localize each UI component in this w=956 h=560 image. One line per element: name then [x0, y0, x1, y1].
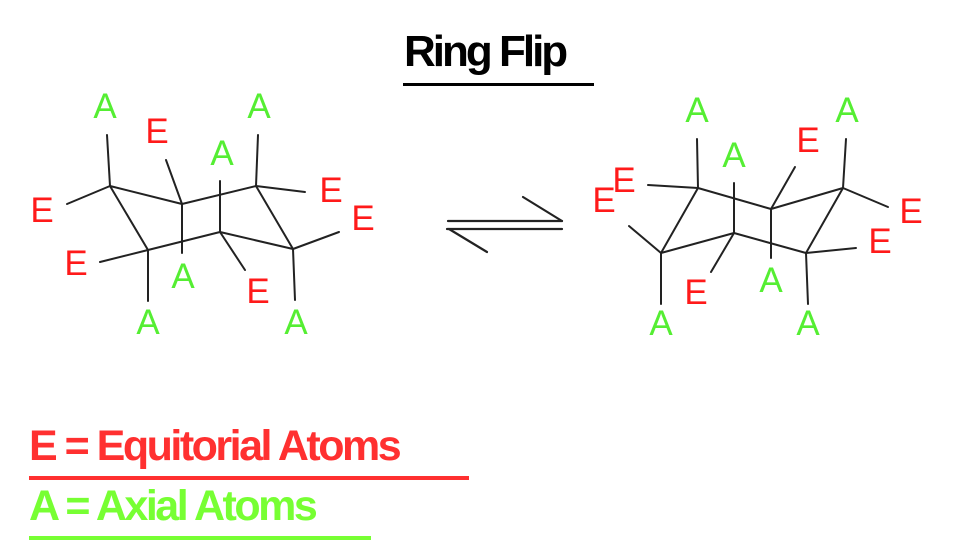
equatorial-bond [255, 185, 306, 193]
equatorial-label: E [351, 199, 374, 238]
axial-label: A [210, 134, 234, 173]
equatorial-bond [219, 231, 246, 271]
axial-label: A [171, 257, 195, 296]
axial-label: A [835, 91, 859, 130]
axial-label: A [284, 303, 308, 342]
axial-bond [805, 252, 809, 305]
equatorial-bond [292, 231, 340, 250]
equatorial-bond [842, 187, 889, 208]
equatorial-label: E [145, 112, 168, 151]
title-underline [403, 83, 594, 86]
axial-label: A [93, 87, 117, 126]
equatorial-bond [647, 184, 699, 189]
equatorial-label: E [319, 171, 342, 210]
equatorial-label: E [64, 244, 87, 283]
legend-equatorial-underline [29, 476, 469, 480]
equilibrium-arrow-icon [445, 195, 564, 254]
axial-label: A [247, 87, 271, 126]
equatorial-label: E [684, 273, 707, 312]
equatorial-label: E [246, 272, 269, 311]
axial-bond [106, 134, 111, 187]
ring-bonds [660, 187, 844, 254]
equatorial-bond [66, 185, 111, 205]
equatorial-label: E [899, 192, 922, 231]
axial-label: A [136, 303, 160, 342]
equatorial-bond [770, 166, 796, 210]
axial-label: A [759, 261, 783, 300]
equatorial-label: E [592, 181, 615, 220]
equatorial-label: E [612, 161, 635, 200]
axial-bond [842, 138, 847, 189]
page-title: Ring Flip [404, 27, 568, 76]
legend-axial-underline [29, 536, 371, 540]
equatorial-label: E [30, 191, 53, 230]
axial-label: A [796, 304, 820, 343]
axial-label: A [685, 91, 709, 130]
legend-axial: A = Axial Atoms [29, 482, 318, 530]
legend-equatorial: E = Equitorial Atoms [29, 422, 402, 470]
axial-bond [255, 134, 259, 187]
equatorial-label: E [868, 222, 891, 261]
equatorial-bond [628, 225, 662, 254]
ring-bonds [109, 185, 294, 251]
equatorial-bond [710, 232, 735, 273]
axial-bond [696, 138, 699, 189]
axial-bond [292, 248, 296, 301]
equatorial-bond [99, 249, 149, 263]
axial-label: A [722, 136, 746, 175]
equatorial-bond [165, 159, 183, 205]
equatorial-bond [805, 247, 857, 254]
equatorial-label: E [796, 121, 819, 160]
axial-label: A [649, 304, 673, 343]
